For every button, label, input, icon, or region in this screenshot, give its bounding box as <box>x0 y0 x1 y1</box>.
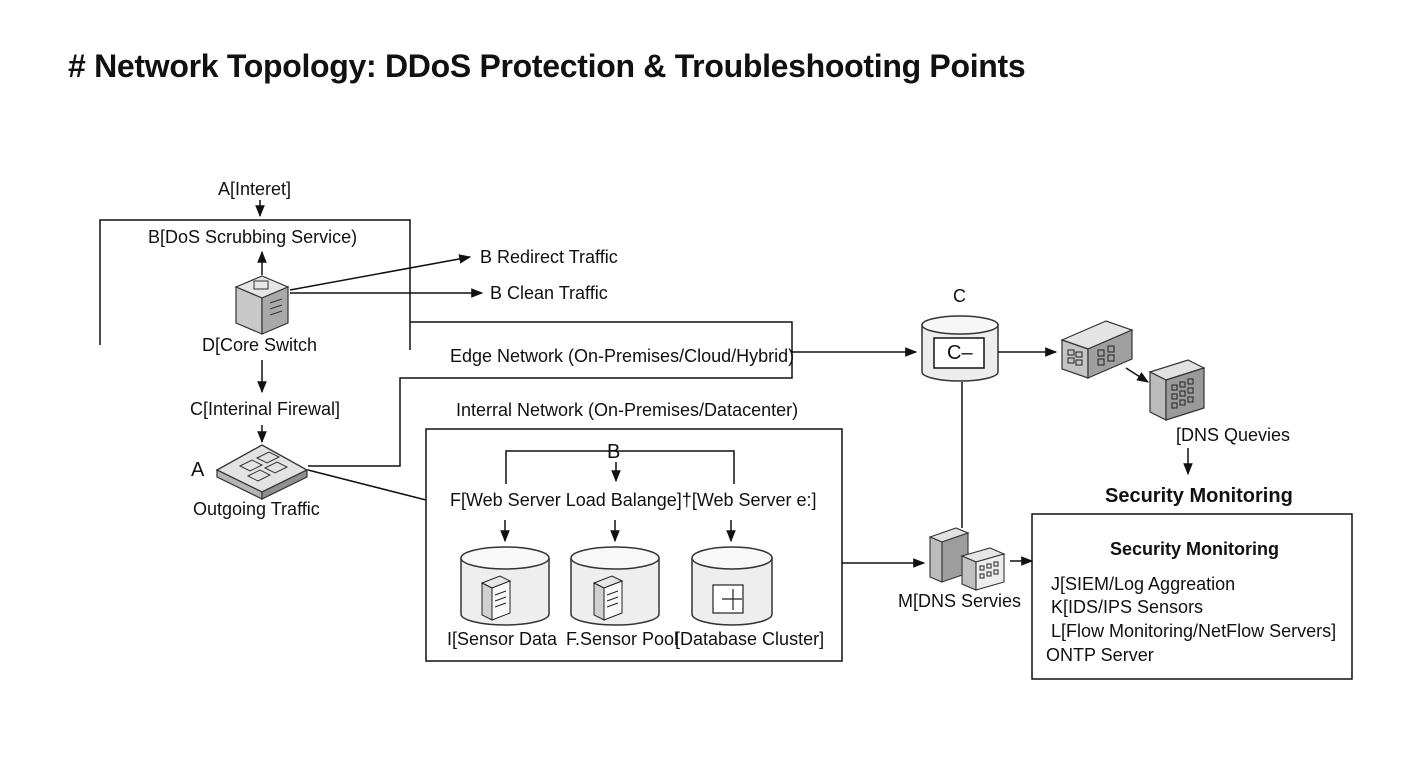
core-switch-icon <box>234 275 290 335</box>
sensor-data-cylinder-icon <box>460 546 550 626</box>
page-title: # Network Topology: DDoS Protection & Tr… <box>68 48 1026 84</box>
internet-label: A[Interet] <box>218 179 292 199</box>
a-node-letter: A <box>191 459 205 481</box>
dns-services-icon <box>928 527 1006 591</box>
dns-queries-label: [DNS Quevies <box>1176 425 1291 445</box>
redirect-traffic-label: B Redirect Traffic <box>480 247 618 267</box>
security-monitoring-box-title: Security Monitoring <box>1110 539 1280 559</box>
sensor-pool-cylinder-icon <box>570 546 660 626</box>
web-servers-label: F[Web Server Load Balange]†[Web Server e… <box>450 490 817 510</box>
database-cluster-cylinder-icon <box>691 546 773 626</box>
security-monitoring-box <box>1031 513 1353 680</box>
arrow-redirect <box>289 254 472 291</box>
dns-services-label: M[DNS Servies <box>898 591 1022 611</box>
internal-network-label: Interral Network (On-Premises/Datacenter… <box>456 400 799 420</box>
b-internal-letter: B <box>607 441 621 463</box>
scrubbing-service-label: B[DoS Scrubbing Service) <box>148 227 358 247</box>
c-box-label: C– <box>947 342 973 364</box>
security-monitoring-heading: Security Monitoring <box>1105 485 1293 507</box>
outgoing-traffic-label: Outgoing Traffic <box>193 499 320 519</box>
c-cylinder-icon <box>921 315 999 382</box>
router-icon <box>215 444 309 500</box>
sensor-data-label: I[Sensor Data <box>447 629 558 649</box>
internal-bracket <box>505 450 735 484</box>
flow-monitoring-item: L[Flow Monitoring/NetFlow Servers] <box>1051 621 1337 641</box>
ids-ips-item: K[IDS/IPS Sensors <box>1051 597 1204 617</box>
internal-firewall-label: C[Interinal Firewal] <box>190 399 341 419</box>
clean-traffic-label: B Clean Traffic <box>490 283 608 303</box>
siem-item: J[SIEM/Log Aggreation <box>1051 574 1236 594</box>
arrow-cube-to-building <box>1125 367 1150 383</box>
c-top-label: C <box>953 286 966 306</box>
core-switch-label: D[Core Switch <box>202 335 318 355</box>
edge-network-label: Edge Network (On-Premises/Cloud/Hybrid) <box>450 346 795 366</box>
database-cluster-label: [Database Cluster] <box>675 629 825 649</box>
sensor-pool-label: F.Sensor Pool <box>566 629 679 649</box>
dns-cube-icon <box>1060 320 1134 379</box>
internal-network-box <box>425 428 843 662</box>
edge-network-frame <box>308 321 793 467</box>
scrubbing-bracket <box>99 219 411 350</box>
dns-building-icon <box>1148 359 1206 421</box>
ntp-server-item: ONTP Server <box>1046 645 1154 665</box>
line-router-to-internal <box>307 469 427 501</box>
